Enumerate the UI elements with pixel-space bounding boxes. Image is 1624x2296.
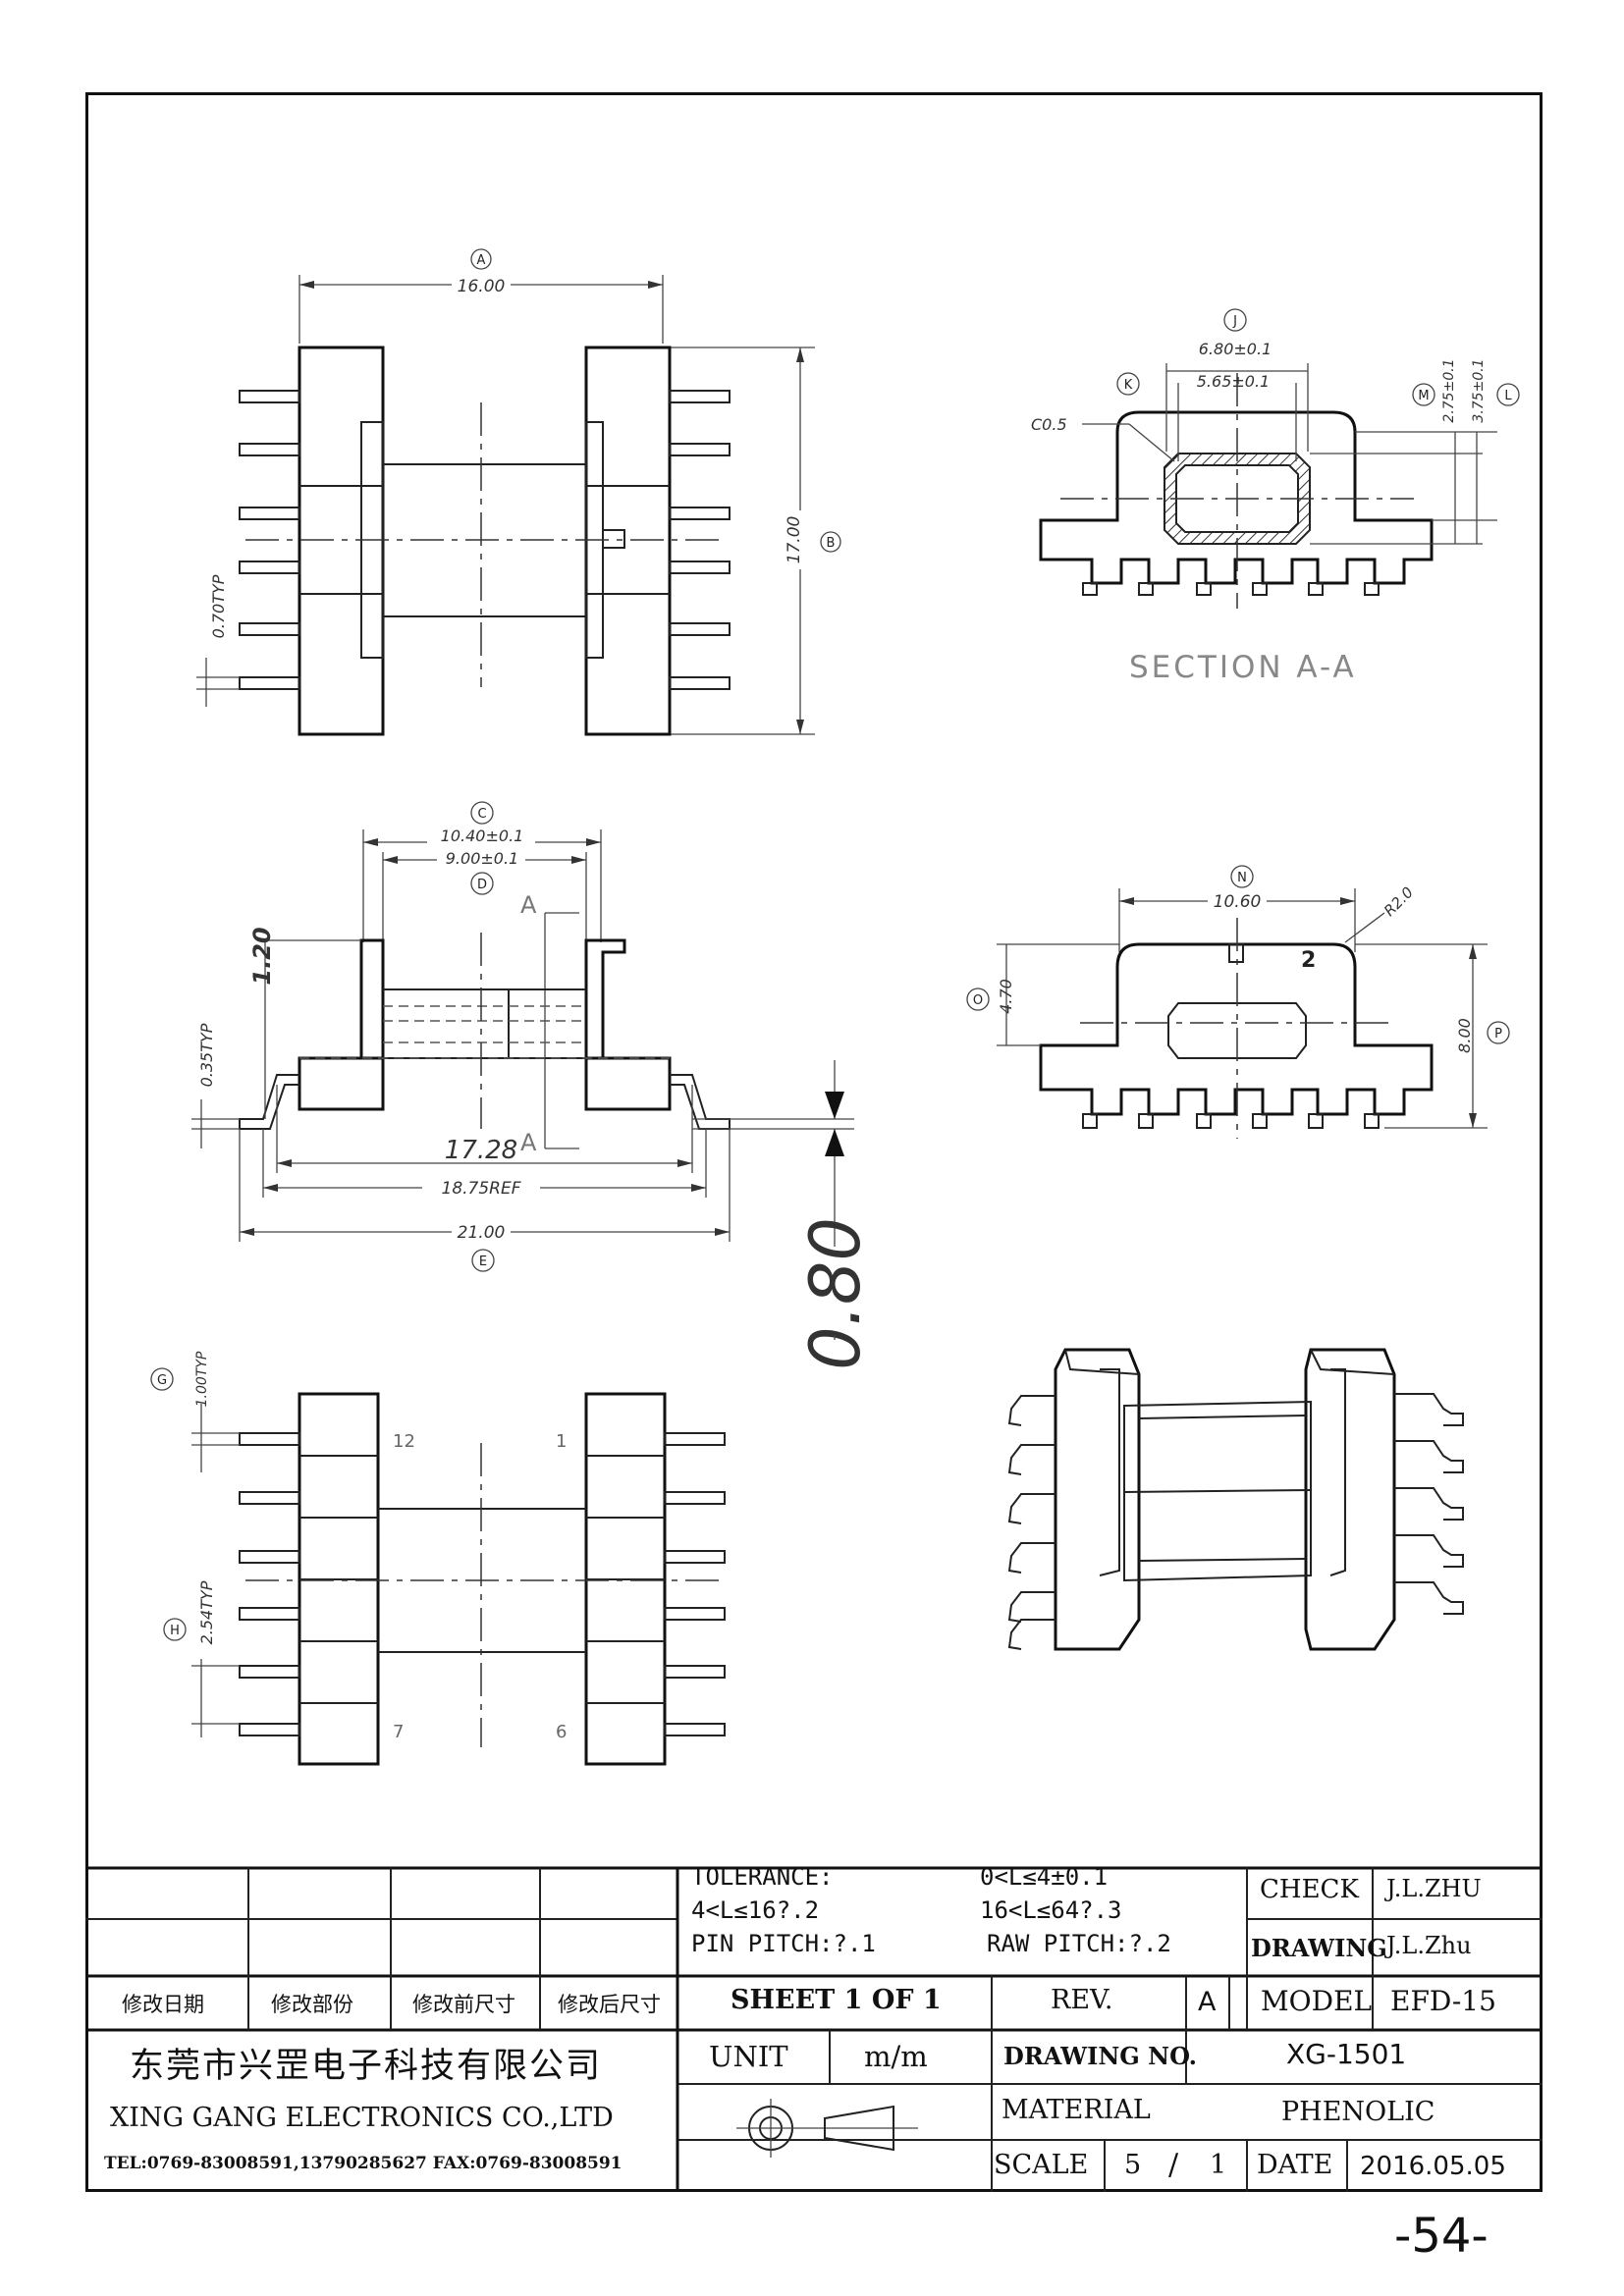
isometric-view — [1007, 1348, 1464, 1651]
scale-separator: / — [1168, 2148, 1179, 2182]
iso-pins-left — [1007, 1395, 1056, 1650]
label-o: O — [973, 993, 983, 1008]
dim-pin-width: 0.70TYP — [209, 574, 228, 638]
label-m: M — [1418, 389, 1429, 403]
model-value: EFD-15 — [1390, 1985, 1496, 2017]
material-label: MATERIAL — [1001, 2095, 1151, 2125]
page-number: -54- — [1394, 2209, 1489, 2264]
rev-label: REV. — [1051, 1985, 1113, 2015]
bottom-view-pins-left — [239, 1432, 300, 1736]
date-label: DATE — [1257, 2150, 1333, 2180]
drawing-label: DRAWING — [1251, 1934, 1387, 1962]
drawing-value: J.L.Zhu — [1386, 1932, 1472, 1959]
section-mark-bottom: A — [520, 1129, 537, 1156]
label-n: N — [1237, 871, 1247, 885]
company-contact: TEL:0769-83008591,13790285627 FAX:0769-8… — [104, 2154, 623, 2173]
dim-h-value: 2.54TYP — [197, 1580, 216, 1644]
label-a: A — [477, 253, 486, 268]
label-k: K — [1124, 378, 1133, 393]
dim-j-value: 6.80±0.1 — [1199, 340, 1272, 358]
label-e: E — [479, 1255, 487, 1269]
pin-number-7: 7 — [393, 1722, 404, 1742]
pin-number-1: 1 — [556, 1431, 567, 1452]
section-pin-tips — [1082, 582, 1380, 596]
tolerance-range-2: 4<L≤16?.2 — [691, 1896, 820, 1924]
pin-pitch-tolerance: PIN PITCH:?.1 — [691, 1930, 876, 1957]
label-b: B — [827, 536, 836, 551]
label-g: G — [157, 1373, 167, 1388]
dim-18-75: 18.75REF — [442, 1179, 521, 1199]
dim-g-value: 1.00TYP — [194, 1351, 210, 1407]
sheet-info: SHEET 1 OF 1 — [731, 1985, 942, 2015]
dim-d-value: 9.00±0.1 — [446, 849, 518, 868]
tolerance-title: TOLERANCE: — [691, 1863, 834, 1891]
check-value: J.L.ZHU — [1386, 1875, 1482, 1902]
raw-pitch-tolerance: RAW PITCH:?.2 — [987, 1930, 1171, 1957]
end-view-pin-tips — [1082, 1113, 1380, 1129]
top-view-pins-left — [239, 390, 300, 690]
top-view: A 16.00 17.00 B — [196, 248, 841, 736]
model-label: MODEL — [1261, 1985, 1373, 2017]
scale-numerator: 5 — [1124, 2150, 1142, 2180]
label-p: P — [1494, 1027, 1502, 1041]
end-view: 10.60 N R2.0 2 4.70 O 8.00 — [966, 865, 1510, 1139]
label-c: C — [477, 807, 486, 822]
title-block-grid — [85, 1866, 1543, 2192]
material-value: PHENOLIC — [1281, 2097, 1435, 2127]
pin-1-mark: 2 — [1301, 948, 1316, 973]
rev-header-part: 修改部份 — [271, 1993, 353, 2016]
company-name-en: XING GANG ELECTRONICS CO.,LTD — [110, 2103, 614, 2133]
section-mark-top: A — [520, 891, 537, 919]
rev-header-after: 修改后尺寸 — [558, 1993, 661, 2016]
scale-denominator: 1 — [1210, 2150, 1227, 2180]
date-value: 2016.05.05 — [1360, 2152, 1506, 2181]
dim-0-80: 0.80 — [795, 1217, 876, 1370]
bottom-view: 12 1 7 6 1.00TYP G 2.54TYP H — [150, 1351, 727, 1766]
dim-0-35: 0.35TYP — [197, 1023, 216, 1087]
side-view: C 10.40±0.1 9.00±0.1 D A A — [191, 801, 876, 1370]
section-view: J 6.80±0.1 K 5.65±0.1 2.75±0.1 3.75±0.1 … — [1031, 308, 1520, 685]
pin-number-12: 12 — [393, 1431, 415, 1452]
dim-1-20: 1.20 — [248, 927, 276, 985]
rev-header-date: 修改日期 — [122, 1993, 204, 2016]
unit-value: m/m — [864, 2040, 928, 2073]
label-h: H — [170, 1624, 180, 1638]
iso-pins-right — [1394, 1393, 1464, 1615]
drawing-number-value: XG-1501 — [1286, 2038, 1407, 2070]
dim-l-value: 3.75±0.1 — [1471, 358, 1487, 422]
top-view-pins-right — [669, 390, 731, 690]
unit-label: UNIT — [709, 2040, 788, 2073]
check-label: CHECK — [1260, 1875, 1359, 1904]
dim-b-value: 17.00 — [785, 516, 804, 564]
section-caption: SECTION A-A — [1129, 650, 1357, 685]
dim-17-28: 17.28 — [445, 1136, 517, 1165]
dim-k-value: 5.65±0.1 — [1197, 372, 1270, 391]
tolerance-range-3: 16<L≤64?.3 — [980, 1896, 1122, 1924]
label-j: J — [1232, 314, 1237, 329]
pin-number-6: 6 — [556, 1722, 567, 1742]
dim-e-value: 21.00 — [458, 1223, 506, 1243]
chamfer-label: C0.5 — [1031, 415, 1067, 434]
dim-a-value: 16.00 — [458, 277, 506, 296]
label-l: L — [1504, 389, 1512, 403]
tolerance-range-1: 0<L≤4±0.1 — [980, 1863, 1109, 1891]
dim-m-value: 2.75±0.1 — [1441, 358, 1457, 422]
drawing-number-label: DRAWING NO. — [1003, 2042, 1197, 2070]
bottom-view-segments — [299, 1455, 665, 1704]
label-d: D — [477, 878, 487, 892]
dim-c-value: 10.40±0.1 — [441, 827, 524, 845]
rev-header-before: 修改前尺寸 — [412, 1993, 515, 2016]
drawing-frame — [85, 92, 1543, 2192]
rev-value: A — [1198, 1987, 1217, 2017]
radius-label: R2.0 — [1380, 883, 1417, 920]
dim-p-value: 8.00 — [1455, 1018, 1474, 1053]
dim-n-value: 10.60 — [1214, 892, 1262, 912]
bottom-view-pins-right — [664, 1432, 726, 1736]
dim-o-value: 4.70 — [997, 979, 1015, 1014]
company-name-cn: 东莞市兴罡电子科技有限公司 — [130, 2047, 603, 2086]
scale-label: SCALE — [994, 2150, 1089, 2180]
